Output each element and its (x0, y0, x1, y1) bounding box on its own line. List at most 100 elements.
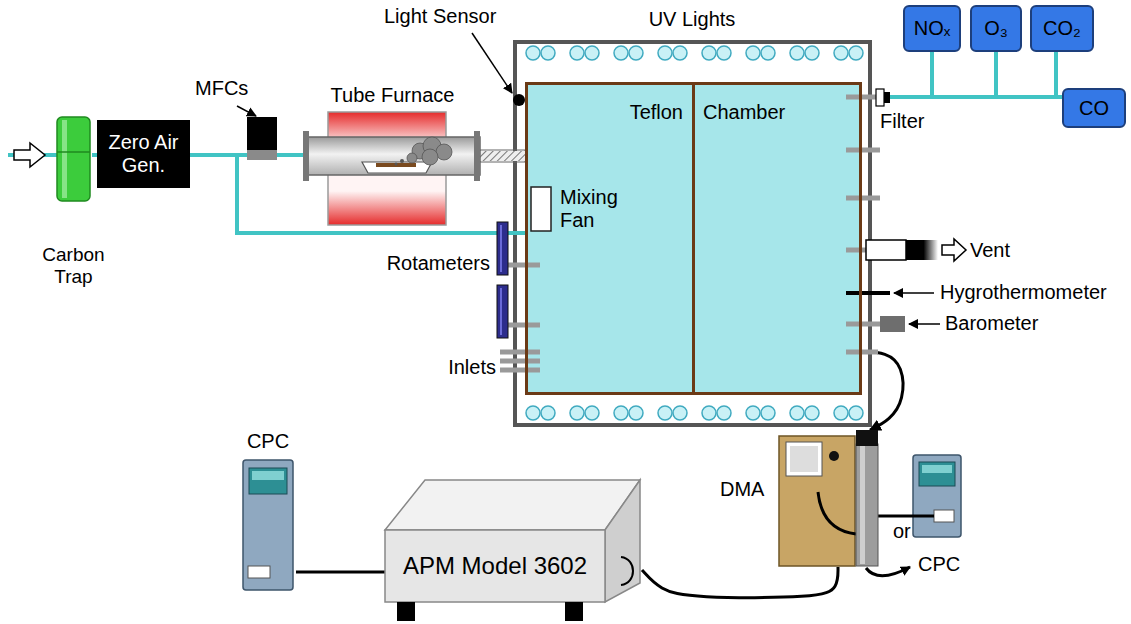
chamber-port (846, 95, 878, 100)
particle-counter: CPC (240, 428, 296, 593)
uv-lamp (746, 46, 760, 60)
uv-lamp (658, 46, 672, 60)
particle-mass-analyzer: APM Model 3602 (385, 475, 642, 623)
tube-furnace-drawing (303, 112, 480, 225)
smoke-cloud (407, 137, 452, 165)
part-label: Light Sensor (384, 5, 496, 28)
chamber-port (500, 350, 540, 355)
uv-lamp (570, 46, 584, 60)
node-text: CPC (240, 430, 296, 453)
node-text: Carbon Trap (28, 244, 119, 288)
chamber-interior (525, 82, 862, 395)
chamber-divider (692, 82, 695, 395)
tube-furnace: Tube Furnace (305, 84, 480, 226)
trap-cylinder (57, 117, 90, 201)
rotameter (497, 222, 508, 338)
flow-connector (277, 153, 305, 157)
tube-furnace-drawing (474, 131, 480, 181)
flow-in-arrow (14, 143, 45, 167)
filter-symbol (876, 89, 890, 106)
barometer-symbol (880, 316, 905, 332)
uv-lamp (526, 46, 540, 60)
uv-lamp (526, 46, 863, 60)
node-text: Teflon (528, 101, 683, 124)
cpc-screen (249, 468, 287, 494)
filter-symbol (884, 92, 890, 103)
chamber-port (846, 248, 866, 253)
smoke-cloud (436, 144, 452, 160)
differential-mobility-analyzer: DMA (778, 430, 880, 567)
cpc-body (243, 460, 293, 590)
part-label: Vent (970, 239, 1010, 262)
chamber-port (506, 263, 540, 268)
leader-line (472, 33, 512, 93)
node-text: O₃ (984, 17, 1008, 40)
cpc-inlet (248, 566, 270, 578)
uv-lamp (702, 46, 716, 60)
flow-connector (480, 151, 525, 161)
flow-connector (862, 95, 1062, 99)
uv-lamp (717, 46, 731, 60)
counter-device (913, 455, 961, 537)
rotameter (497, 285, 508, 338)
chamber-port (500, 359, 540, 364)
dma-column (856, 444, 878, 566)
part-label: CPC (918, 553, 960, 576)
node-text: Chamber (703, 101, 785, 124)
part-label: Inlets (420, 356, 496, 379)
dma-knob (829, 451, 839, 461)
rotameter (500, 225, 502, 272)
smoke-cloud (407, 153, 417, 163)
chamber-port (500, 368, 540, 373)
chamber-port (846, 350, 878, 355)
dma-cabinet (779, 436, 855, 566)
smoke-cloud (422, 149, 438, 165)
teflon-chamber: Teflon ChamberMixing Fan (525, 82, 862, 395)
uv-lamp (805, 46, 819, 60)
carbon-trap: Carbon Trap (55, 116, 92, 202)
node-text: DMA (720, 478, 764, 501)
uv-lamp (585, 46, 599, 60)
chamber-port (846, 196, 880, 201)
sample-line (878, 515, 934, 518)
dma-screen (786, 442, 822, 476)
apm-foot (397, 602, 415, 621)
uv-lamp (849, 46, 863, 60)
filter-symbol (876, 89, 884, 106)
sample (376, 163, 416, 167)
uv-lamp (526, 406, 863, 420)
dma-column-cap (856, 430, 878, 446)
node-text: Zero Air Gen. (101, 131, 186, 177)
tube-furnace-drawing (305, 137, 480, 175)
uv-lamp (629, 46, 643, 60)
flow-connector (862, 52, 1056, 97)
node-text: CO (1079, 97, 1109, 120)
counter-device (919, 462, 955, 486)
vent-outlet (866, 240, 906, 260)
flow-connector (862, 352, 903, 430)
flow-connector (862, 52, 932, 97)
apm-foot (565, 602, 583, 621)
callout-arrow (866, 567, 910, 576)
part-label: UV Lights (600, 8, 784, 31)
chamber-port (846, 322, 880, 327)
dma-tubing (818, 492, 856, 534)
particle-counter (240, 428, 296, 593)
leader-line (894, 292, 934, 294)
uv-lamp (761, 46, 775, 60)
gas-analyzer: NOₓ (903, 5, 961, 52)
rotameter (497, 222, 508, 275)
node-text: Mixing Fan (560, 186, 628, 232)
leader-line (909, 323, 940, 325)
leader-line (237, 106, 256, 116)
apm-front (385, 530, 605, 602)
counter-device (913, 455, 961, 537)
connector-group (92, 52, 1062, 598)
vent-outlet (942, 239, 966, 261)
zero-air-generator: Zero Air Gen. (97, 120, 190, 188)
part-label: Rotameters (360, 252, 490, 275)
chamber-port (846, 148, 880, 153)
node-text: NOₓ (914, 17, 951, 40)
counter-device (934, 510, 954, 522)
